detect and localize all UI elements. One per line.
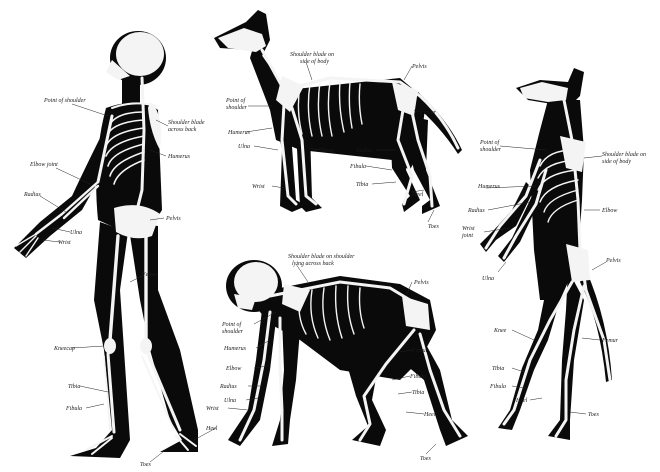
- ape-label-lying-across-back: lying across back: [292, 261, 334, 267]
- ape-label-femur: Femur: [411, 348, 429, 354]
- ape-label-toes: Toes: [420, 456, 431, 462]
- ape-label-tibia: Tibia: [412, 390, 424, 396]
- dog-standing-label-humerus: Humerus: [227, 130, 251, 136]
- dog-upright-label-joint: joint: [461, 233, 473, 239]
- dog-standing-label-wrist: Wrist: [252, 184, 265, 190]
- human-label-across-back: across back: [168, 127, 197, 133]
- dog-standing-label-tibia: Tibia: [356, 182, 368, 188]
- human-label-wrist: Wrist: [58, 240, 71, 246]
- ape-label-radius: Radius: [219, 384, 237, 390]
- human-label-humerus: Humerus: [167, 154, 191, 160]
- dog-upright-label-tibia: Tibia: [492, 366, 504, 372]
- ape-label-wrist: Wrist: [206, 406, 219, 412]
- human-label-radius: Radius: [23, 192, 41, 198]
- dog-upright-label-point-of: Point of: [479, 139, 500, 146]
- ape-label-pelvis: Pelvis: [413, 280, 429, 286]
- dog-upright-label-wrist: Wrist: [462, 226, 475, 232]
- human-label-ulna: Ulna: [70, 230, 82, 236]
- dog-upright-label-heel: Heel: [515, 398, 528, 404]
- dog-standing-label-point-of: Point of: [225, 97, 246, 104]
- ape-label-elbow: Elbow: [225, 366, 241, 372]
- dog-standing-label-femur: Femur: [419, 110, 437, 116]
- ape-figure: Shoulder blade on shoulder lying across …: [206, 254, 468, 462]
- dog-upright-label-fibula: Fibula: [489, 384, 506, 390]
- ape-label-fibula: Fibula: [409, 374, 426, 380]
- human-label-tibia: Tibia: [68, 384, 80, 390]
- dog-upright-label-shoulder: shoulder: [480, 147, 502, 153]
- human-label-kneecap: Kneecap: [53, 346, 75, 352]
- dog-upright-label-femur: Femur: [601, 338, 619, 344]
- dog-upright-label-humerus: Humerus: [477, 184, 501, 190]
- dog-standing-label-shoulder: shoulder: [226, 105, 248, 111]
- dog-upright-label-elbow: Elbow: [601, 208, 617, 214]
- dog-standing-label-toes: Toes: [428, 224, 439, 230]
- dog-upright-label-side-of-body: side of body: [602, 158, 631, 165]
- dog-upright-label-radius: Radius: [467, 208, 485, 214]
- human-label-shoulder-blade: Shoulder blade: [168, 120, 205, 126]
- human-label-femur: Femur: [141, 272, 159, 278]
- dog-standing-label-pelvis: Pelvis: [411, 64, 427, 70]
- dog-standing-label-fibula: Fibula: [349, 164, 366, 170]
- ape-label-point-of: Point of: [221, 321, 242, 328]
- dog-upright-label-toes: Toes: [588, 412, 599, 418]
- dog-standing-label-elbow: Elbow: [317, 148, 333, 154]
- dog-standing-label-radius: Radius: [355, 148, 373, 154]
- ape-label-heel: Heel: [423, 412, 436, 418]
- dog-upright-label-knee: Knee: [493, 328, 507, 334]
- human-label-elbow-joint: Elbow joint: [29, 162, 58, 168]
- dog-upright-figure: Point of shoulder Shoulder blade on side…: [461, 68, 646, 440]
- ape-label-humerus: Humerus: [223, 346, 247, 352]
- ape-label-shoulder: shoulder: [222, 329, 244, 335]
- human-label-toes: Toes: [140, 462, 151, 468]
- human-label-point-of-shoulder: Point of shoulder: [43, 97, 86, 104]
- human-label-fibula: Fibula: [65, 406, 82, 412]
- dog-standing-label-heel: Heel: [411, 192, 424, 198]
- human-label-pelvis: Pelvis: [165, 216, 181, 222]
- human-silhouette: [14, 31, 198, 458]
- dog-standing-label-shoulder-blade: Shoulder blade on: [290, 52, 334, 58]
- dog-standing-label-ulna: Ulna: [238, 144, 250, 150]
- ape-label-shoulder-blade: Shoulder blade on shoulder: [288, 254, 355, 260]
- human-label-heel: Heel: [205, 426, 218, 432]
- dog-upright-label-shoulder-blade: Shoulder blade on: [602, 152, 646, 158]
- dog-upright-label-ulna: Ulna: [482, 276, 494, 282]
- dog-standing-label-side-of-body: side of body: [300, 58, 329, 65]
- ape-label-ulna: Ulna: [224, 398, 236, 404]
- dog-standing-figure: Shoulder blade on side of body Point of …: [214, 10, 462, 230]
- dog-upright-label-pelvis: Pelvis: [605, 258, 621, 264]
- human-figure: Point of shoulder Shoulder blade across …: [14, 31, 218, 468]
